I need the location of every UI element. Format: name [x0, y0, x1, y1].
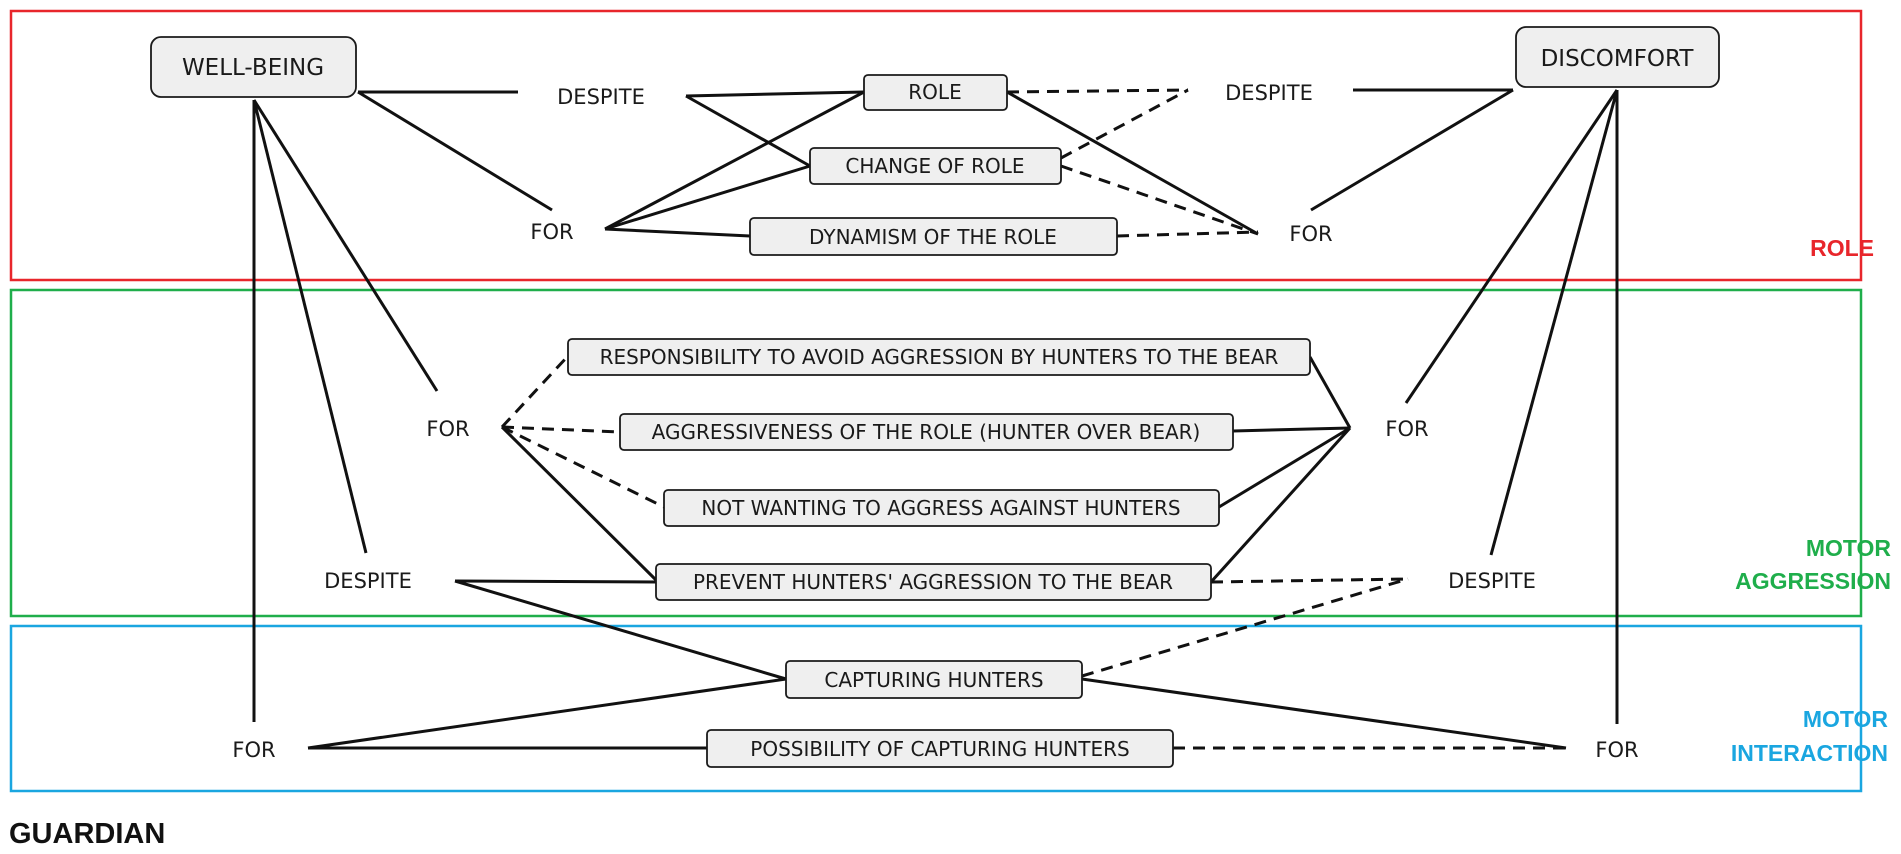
band-motor-aggression-frame — [9, 288, 1863, 618]
node-role-label: ROLE — [908, 80, 961, 104]
connector-for-role-left: FOR — [530, 220, 573, 244]
node-not-wanting: NOT WANTING TO AGGRESS AGAINST HUNTERS — [663, 489, 1220, 527]
edge-responsibility-for-right — [1308, 356, 1352, 429]
edge-capturing-despite-right — [1081, 577, 1409, 678]
edge-discomfort-despite-aggression — [1489, 89, 1619, 556]
band-label-motor-interaction-2: INTERACTION — [1731, 740, 1888, 766]
connector-for-interaction-left: FOR — [232, 738, 275, 762]
edge-for-right-discomfort — [1310, 88, 1514, 212]
edge-despite-left-prevent — [454, 579, 657, 584]
connector-for-interaction-right: FOR — [1595, 738, 1638, 762]
footer-guardian-label: GUARDIAN — [9, 818, 165, 850]
node-not-wanting-label: NOT WANTING TO AGGRESS AGAINST HUNTERS — [701, 496, 1180, 520]
wellbeing-node: WELL-BEING — [150, 36, 357, 98]
edge-wellbeing-for-role — [357, 90, 553, 212]
discomfort-node: DISCOMFORT — [1515, 26, 1720, 88]
discomfort-label: DISCOMFORT — [1541, 46, 1695, 72]
connector-despite-aggression-left: DESPITE — [324, 569, 412, 593]
edge-change-of-role-despite-right — [1060, 88, 1189, 160]
node-role: ROLE — [863, 74, 1008, 111]
node-change-of-role: CHANGE OF ROLE — [809, 147, 1062, 185]
connector-for-aggression-right: FOR — [1385, 417, 1428, 441]
edge-despite-role-node — [685, 90, 865, 98]
band-label-motor-interaction-1: MOTOR — [1803, 706, 1889, 732]
edge-role-node-for-right — [1006, 90, 1259, 236]
node-aggressiveness-label: AGGRESSIVENESS OF THE ROLE (HUNTER OVER … — [652, 420, 1201, 444]
node-responsibility-label: RESPONSIBILITY TO AVOID AGGRESSION BY HU… — [600, 345, 1279, 369]
edge-despite-change-of-role — [685, 94, 811, 168]
edge-prevent-despite-right — [1210, 577, 1409, 584]
edge-for-role-node — [604, 90, 865, 231]
edge-despite-left-capturing — [454, 579, 787, 681]
edge-dynamism-for-right — [1116, 230, 1259, 238]
edge-for-change-of-role — [604, 164, 811, 231]
edge-role-node-despite-right — [1006, 88, 1189, 94]
band-motor-interaction-frame — [9, 624, 1863, 793]
wellbeing-label: WELL-BEING — [182, 55, 324, 81]
node-capturing: CAPTURING HUNTERS — [785, 660, 1083, 699]
node-possibility: POSSIBILITY OF CAPTURING HUNTERS — [706, 729, 1174, 768]
band-label-motor-aggression-2: AGGRESSION — [1735, 568, 1891, 594]
edge-for-not-wanting — [501, 425, 665, 509]
edge-capturing-for-right — [1081, 677, 1567, 750]
edge-discomfort-for-aggression — [1404, 89, 1619, 404]
band-label-motor-aggression-1: MOTOR — [1806, 535, 1892, 561]
band-role-frame — [9, 9, 1863, 282]
node-responsibility: RESPONSIBILITY TO AVOID AGGRESSION BY HU… — [567, 338, 1311, 376]
edge-wellbeing-for-aggression — [252, 99, 439, 392]
edge-for-prevent — [500, 425, 658, 582]
edges — [252, 88, 1619, 750]
node-dynamism: DYNAMISM OF THE ROLE — [749, 217, 1118, 256]
edge-wellbeing-despite-aggression — [252, 99, 368, 554]
connector-despite-role-right: DESPITE — [1225, 81, 1313, 105]
edge-for-aggressiveness — [501, 425, 621, 434]
edge-for-responsibility — [500, 354, 570, 429]
edge-change-of-role-for-right — [1060, 164, 1259, 236]
connector-despite-role-left: DESPITE — [557, 85, 645, 109]
connector-for-aggression-left: FOR — [426, 417, 469, 441]
node-prevent: PREVENT HUNTERS' AGGRESSION TO THE BEAR — [655, 563, 1212, 601]
band-label-role: ROLE — [1810, 235, 1874, 261]
node-change-of-role-label: CHANGE OF ROLE — [845, 154, 1024, 178]
node-dynamism-label: DYNAMISM OF THE ROLE — [809, 225, 1057, 249]
connector-despite-aggression-right: DESPITE — [1448, 569, 1536, 593]
edge-for-dynamism — [604, 227, 751, 238]
edge-aggressiveness-for-right — [1232, 426, 1351, 433]
connector-for-role-right: FOR — [1289, 222, 1332, 246]
edge-not-wanting-for-right — [1218, 426, 1351, 509]
node-possibility-label: POSSIBILITY OF CAPTURING HUNTERS — [750, 737, 1129, 761]
edge-prevent-for-right — [1209, 426, 1352, 584]
node-prevent-label: PREVENT HUNTERS' AGGRESSION TO THE BEAR — [693, 570, 1173, 594]
edge-for-left-capturing — [307, 677, 787, 750]
node-aggressiveness: AGGRESSIVENESS OF THE ROLE (HUNTER OVER … — [619, 413, 1234, 451]
node-capturing-label: CAPTURING HUNTERS — [824, 668, 1043, 692]
